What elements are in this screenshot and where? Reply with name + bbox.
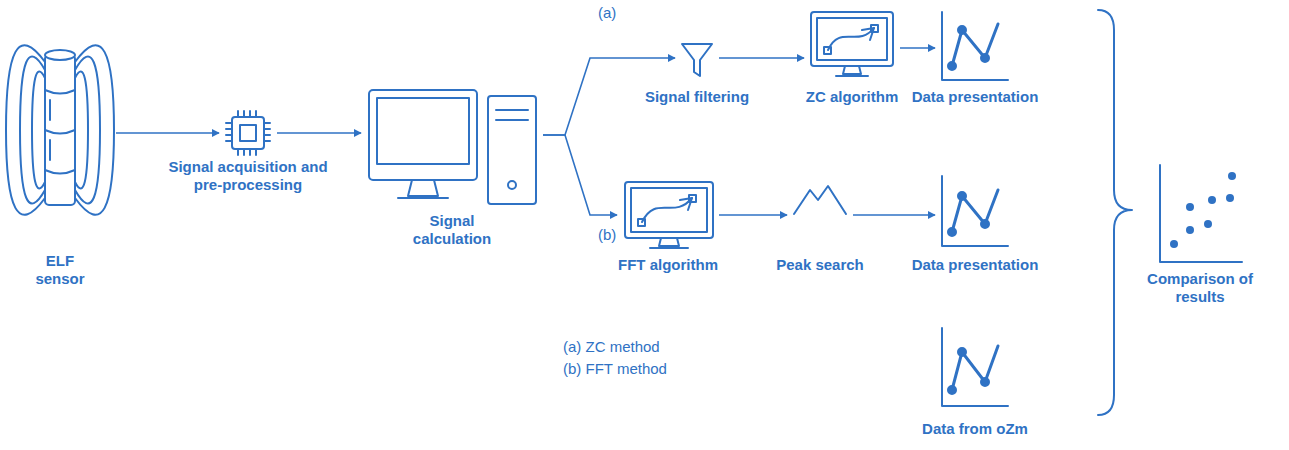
icon-node: FFT algorithm bbox=[603, 180, 733, 274]
chip-icon bbox=[226, 111, 270, 155]
node-label: Data from oZm bbox=[900, 420, 1050, 438]
elf-sensor-icon bbox=[6, 45, 114, 215]
flow-arrow bbox=[116, 132, 219, 134]
mountain-icon bbox=[794, 186, 846, 214]
chart-icon bbox=[942, 12, 1008, 80]
monitor-icon bbox=[625, 182, 713, 248]
node-label: Data presentation bbox=[900, 256, 1050, 274]
node-label: ZC algorithm bbox=[797, 88, 907, 106]
branch-label: (b) bbox=[598, 226, 616, 244]
flow-arrow bbox=[543, 135, 617, 215]
node-label: Comparison of results bbox=[1145, 270, 1255, 306]
branch-label: (a) bbox=[598, 4, 616, 22]
icon-node: Signal filtering bbox=[627, 40, 767, 106]
funnel-icon bbox=[682, 44, 712, 76]
flow-arrow bbox=[277, 132, 361, 134]
flow-arrow bbox=[853, 214, 935, 216]
chart-icon bbox=[942, 328, 1008, 406]
scatter-icon bbox=[1160, 165, 1242, 262]
icon-node: Data presentation bbox=[900, 175, 1050, 274]
icon-node: Signal calculation bbox=[367, 88, 537, 248]
node-label: Peak search bbox=[760, 256, 880, 274]
icon-node: Data presentation bbox=[900, 10, 1050, 106]
chart-icon bbox=[942, 176, 1008, 246]
flow-arrow bbox=[719, 57, 804, 59]
branch-label: (b) FFT method bbox=[563, 360, 667, 378]
brace bbox=[1098, 10, 1132, 415]
branch-label: (a) ZC method bbox=[563, 338, 660, 356]
icon-node: ZC algorithm bbox=[797, 12, 907, 106]
node-label: Signal filtering bbox=[627, 88, 767, 106]
icon-node: Data from oZm bbox=[900, 325, 1050, 438]
node-label: Signal acquisition and pre-processing bbox=[166, 158, 331, 194]
icon-node: ELF sensor bbox=[10, 20, 110, 288]
flow-arrow bbox=[900, 47, 935, 49]
flow-arrow bbox=[719, 214, 787, 216]
monitor-icon bbox=[811, 12, 893, 76]
icon-node: Peak search bbox=[760, 186, 880, 274]
computer-icon bbox=[369, 90, 536, 204]
icon-node: Signal acquisition and pre-processing bbox=[166, 112, 331, 194]
node-label: Signal calculation bbox=[397, 212, 507, 248]
node-label: ELF sensor bbox=[20, 252, 100, 288]
node-label: Data presentation bbox=[900, 88, 1050, 106]
node-label: FFT algorithm bbox=[603, 256, 733, 274]
icon-node: Comparison of results bbox=[1145, 165, 1255, 306]
